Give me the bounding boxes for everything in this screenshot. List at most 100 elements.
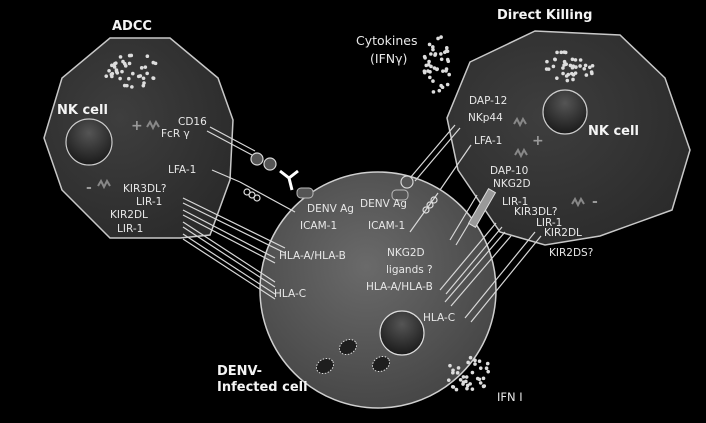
granule-dot	[454, 387, 459, 392]
granule-dot	[464, 379, 468, 384]
granule-dot	[428, 75, 432, 80]
receptor-label: LIR-1	[117, 223, 144, 235]
ligand-label: HLA-C	[423, 312, 456, 324]
right-nk-cell-membrane	[446, 30, 691, 246]
receptor-label: LFA-1	[474, 135, 503, 147]
granule-dot	[568, 63, 573, 68]
granule-dot	[435, 67, 439, 72]
ifn-gamma-label: (IFNγ)	[370, 51, 408, 66]
granule-dot	[125, 83, 129, 88]
granule-dot	[439, 35, 443, 39]
granule-dot	[427, 59, 431, 64]
ifn-type1-label: IFN I	[497, 390, 523, 404]
receptor-label: LIR-1	[536, 217, 563, 229]
receptor-label: KIR3DL?	[514, 206, 558, 218]
granule-dot	[561, 66, 565, 70]
granule-dot	[486, 369, 490, 374]
granules	[104, 35, 595, 392]
left-activating-sign: +	[131, 118, 143, 134]
granule-dot	[485, 361, 490, 366]
granule-dot	[582, 66, 587, 71]
granule-dot	[429, 52, 433, 56]
granule-dot	[445, 82, 450, 87]
granule-dot	[473, 362, 477, 366]
granule-dot	[446, 378, 451, 382]
granule-dot	[145, 54, 150, 59]
granule-dot	[481, 376, 486, 381]
granule-dot	[461, 375, 466, 379]
granule-dot	[562, 59, 567, 64]
infected-cell-title-line1: DENV-	[217, 364, 263, 379]
receptor-label: LIR-1	[502, 196, 529, 208]
granule-dot	[461, 382, 465, 386]
granule-dot	[441, 69, 445, 73]
granule-dot	[451, 385, 456, 389]
granule-dot	[426, 69, 430, 73]
antibody-icon	[279, 169, 299, 191]
nkg2d-receptor	[467, 187, 497, 229]
granule-dot	[444, 67, 449, 71]
denv-ag-bump-right	[391, 189, 409, 201]
granule-dot	[466, 360, 470, 365]
granule-dot	[439, 52, 443, 56]
left-nk-nucleus	[65, 118, 113, 166]
left-inhibitory-sign: -	[86, 180, 92, 196]
granule-dot	[589, 70, 594, 74]
granule-dot	[569, 71, 574, 76]
granule-dot	[151, 76, 156, 81]
granule-dot	[545, 59, 549, 64]
infected-cell-membrane	[259, 171, 497, 409]
granule-dot	[468, 355, 473, 360]
granule-dot	[431, 90, 436, 94]
granule-dot	[562, 63, 566, 67]
granule-dot	[551, 64, 556, 69]
granule-dot	[104, 74, 109, 78]
granule-dot	[110, 63, 114, 68]
receptor-label: KIR2DL	[110, 209, 148, 221]
granule-dot	[143, 65, 148, 69]
denv-ag-bump-left	[296, 187, 314, 199]
granule-dot	[570, 57, 575, 62]
receptor-label: KIR2DL	[544, 227, 582, 239]
granule-dot	[470, 387, 475, 391]
receptor-label: NKG2D	[493, 178, 531, 190]
granule-dot	[422, 69, 427, 73]
granule-dot	[477, 359, 482, 364]
granule-dot	[112, 65, 117, 69]
granule-dot	[118, 76, 122, 81]
receptor-label: FcR γ	[161, 128, 190, 140]
receptor-label: DAP-12	[469, 95, 508, 107]
granule-dot	[136, 74, 141, 79]
granule-dot	[126, 76, 131, 81]
granule-dot	[478, 366, 483, 370]
ligand-label: HLA-C	[274, 288, 307, 300]
receptor-label: NKp44	[468, 112, 503, 124]
ligand-label: HLA-A/HLA-B	[366, 281, 433, 293]
granule-dot	[555, 50, 559, 55]
right-lfa1-coil	[422, 196, 438, 214]
granule-dot	[478, 381, 483, 385]
receptor-label: KIR2DS?	[549, 247, 594, 259]
granule-dot	[110, 71, 115, 76]
granule-dot	[120, 69, 124, 74]
signal-wave-icons	[97, 116, 585, 208]
granule-dot	[578, 58, 583, 62]
adcc-title: ADCC	[112, 19, 152, 34]
granule-dot	[431, 45, 435, 49]
granule-dot	[561, 71, 565, 76]
granule-dot	[574, 65, 578, 69]
granule-dot	[436, 36, 440, 41]
granule-dot	[445, 57, 450, 62]
granule-dot	[431, 79, 435, 83]
granule-dot	[141, 76, 146, 81]
right-nk-cell-label: NK cell	[588, 124, 639, 139]
granule-dot	[448, 363, 452, 368]
granule-dot	[559, 50, 564, 55]
granule-dot	[437, 88, 442, 93]
ligand-label: DENV Ag	[360, 198, 407, 210]
granule-dot	[431, 47, 435, 52]
granule-dot	[151, 60, 156, 65]
right-receptor-lines	[400, 124, 542, 323]
granule-dot	[468, 382, 472, 386]
